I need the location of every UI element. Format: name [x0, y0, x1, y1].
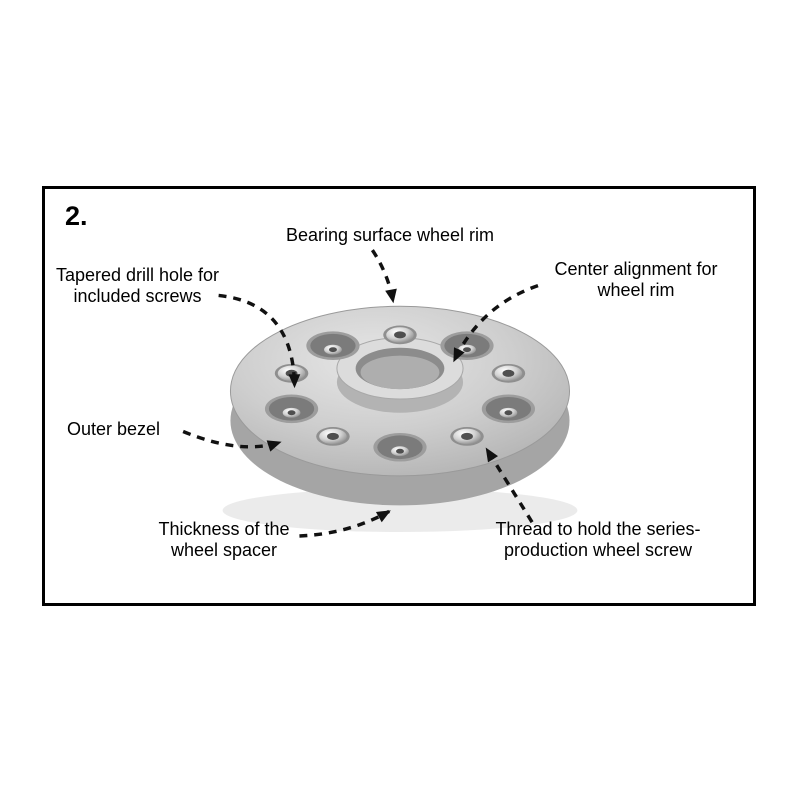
label-bearing-surface: Bearing surface wheel rim [285, 225, 495, 245]
label-thickness: Thickness of the wheel spacer [158, 519, 290, 561]
arrow-thickness [299, 509, 391, 538]
center-bore-collar [336, 337, 464, 413]
arrow-bearing-surface [370, 249, 397, 304]
tapered-drill-holes [264, 331, 536, 462]
figure-frame: 2. Bearing surface wheel rim Center alig… [42, 186, 756, 606]
step-number: 2. [65, 201, 88, 231]
threaded-inserts [274, 325, 526, 446]
spacer-shadow [222, 488, 578, 533]
label-tapered-drill-hole: Tapered drill hole for included screws [55, 265, 220, 307]
label-thread: Thread to hold the series-production whe… [495, 519, 701, 561]
label-center-alignment: Center alignment for wheel rim [554, 259, 718, 301]
arrow-tapered-drill-hole [218, 293, 301, 389]
wheel-spacer-illustration [182, 249, 578, 538]
arrow-thread [485, 447, 534, 524]
label-outer-bezel: Outer bezel [67, 419, 161, 439]
arrow-outer-bezel [182, 429, 282, 452]
